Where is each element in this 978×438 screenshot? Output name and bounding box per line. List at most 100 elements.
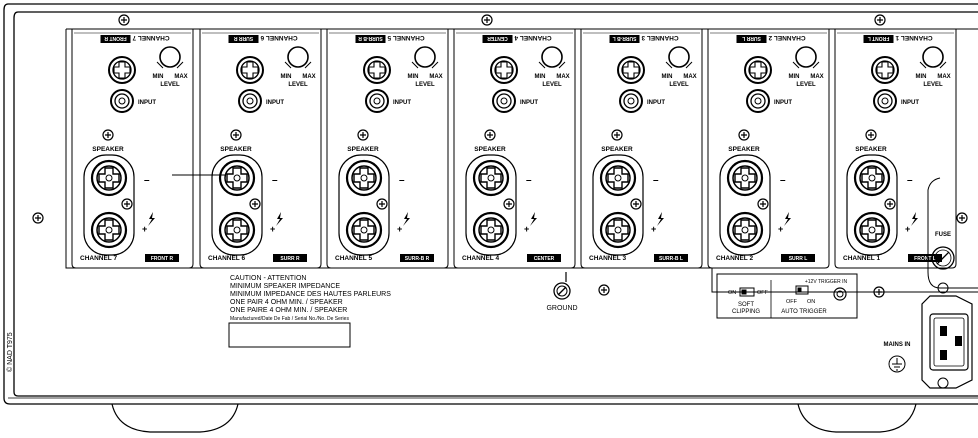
channel-bottom-label: CHANNEL 1 (843, 255, 880, 262)
lightning-icon (784, 212, 791, 226)
speaker-binding-post[interactable] (345, 211, 383, 249)
level-knob[interactable] (159, 46, 181, 68)
ground-terminal[interactable]: GROUND (546, 272, 578, 312)
lightning-icon (911, 212, 918, 226)
channel-bottom-label: CHANNEL 4 (462, 255, 499, 262)
speaker-label: SPEAKER (92, 146, 124, 153)
rca-input-jack[interactable] (492, 89, 516, 113)
speaker-binding-post[interactable] (853, 211, 891, 249)
max-label: MAX (302, 74, 315, 80)
level-knob[interactable] (541, 46, 563, 68)
rca-input-jack[interactable] (365, 89, 389, 113)
xlr-input-jack[interactable] (363, 56, 391, 84)
xlr-input-jack[interactable] (490, 56, 518, 84)
rca-input-jack[interactable] (110, 89, 134, 113)
auto-trigger-off-label: OFF (786, 299, 798, 305)
max-label: MAX (174, 74, 187, 80)
auto-trigger-label: AUTO TRIGGER (781, 309, 827, 315)
level-knob[interactable] (922, 46, 944, 68)
screw (598, 284, 610, 296)
screw (630, 198, 642, 210)
rca-input-jack[interactable] (746, 89, 770, 113)
level-knob[interactable] (414, 46, 436, 68)
caution-line: MINIMUM SPEAKER IMPEDANCE (230, 283, 340, 290)
rca-input-jack[interactable] (238, 89, 262, 113)
speaker-binding-post[interactable] (726, 211, 764, 249)
min-label: MIN (153, 74, 164, 80)
minus-label: – (399, 175, 405, 186)
speaker-binding-post[interactable] (599, 159, 637, 197)
rca-input-jack[interactable] (873, 89, 897, 113)
lightning-icon (403, 212, 410, 226)
input-label: INPUT (774, 100, 792, 106)
channel-top-badge: SURR-B L (613, 35, 637, 41)
soft-clipping-switch[interactable]: ON OFF (728, 287, 769, 297)
lightning-icon (148, 212, 155, 226)
screw (357, 129, 369, 141)
channel-top-badge: SURR L (742, 35, 761, 41)
fuse-holder[interactable] (931, 246, 955, 270)
plus-label: + (905, 224, 910, 234)
serial-label-box (228, 322, 351, 348)
min-label: MIN (662, 74, 673, 80)
xlr-input-jack[interactable] (617, 56, 645, 84)
min-label: MIN (789, 74, 800, 80)
level-knob[interactable] (668, 46, 690, 68)
xlr-input-jack[interactable] (871, 56, 899, 84)
mains-inlet[interactable] (921, 282, 973, 389)
speaker-binding-post[interactable] (218, 159, 256, 197)
input-label: INPUT (266, 100, 284, 106)
rca-input-jack[interactable] (619, 89, 643, 113)
screw (865, 129, 877, 141)
speaker-binding-post[interactable] (90, 159, 128, 197)
soft-clipping-on-label: ON (728, 290, 736, 296)
channel-bottom-label: CHANNEL 5 (335, 255, 372, 262)
speaker-binding-post[interactable] (218, 211, 256, 249)
speaker-binding-post[interactable] (472, 211, 510, 249)
screw (484, 129, 496, 141)
trigger-in-jack[interactable] (833, 287, 847, 301)
screw (503, 198, 515, 210)
speaker-binding-post[interactable] (853, 159, 891, 197)
max-label: MAX (810, 74, 823, 80)
speaker-label: SPEAKER (220, 146, 252, 153)
caution-line: ONE PAIRE 4 OHM MIN. / SPEAKER (230, 307, 347, 314)
trigger-panel: ON OFF SOFT CLIPPING OFF ON AUTO TRIGGER… (716, 273, 858, 319)
clipping-label: CLIPPING (732, 309, 760, 315)
minus-label: – (907, 175, 913, 186)
speaker-binding-post[interactable] (90, 211, 128, 249)
speaker-binding-post[interactable] (726, 159, 764, 197)
input-label: INPUT (647, 100, 665, 106)
caution-block: CAUTION - ATTENTION MINIMUM SPEAKER IMPE… (228, 275, 391, 348)
power-section: FUSE MAINS IN (884, 177, 978, 389)
screw (376, 198, 388, 210)
xlr-input-jack[interactable] (744, 56, 772, 84)
screw (249, 198, 261, 210)
side-text: © NAD T975 (6, 332, 14, 372)
speaker-binding-post[interactable] (599, 211, 637, 249)
manufactured-label: Manufactured/Date De Fab / Serial No./No… (230, 316, 349, 322)
channel-bottom-label: CHANNEL 7 (80, 255, 117, 262)
auto-trigger-switch[interactable]: OFF ON (786, 285, 815, 305)
max-label: MAX (429, 74, 442, 80)
speaker-binding-post[interactable] (472, 159, 510, 197)
channel-bottom-label: CHANNEL 3 (589, 255, 626, 262)
channel-top-label: CHANNEL 2 (768, 34, 805, 41)
plus-label: + (270, 224, 275, 234)
channel-bottom-label: CHANNEL 6 (208, 255, 245, 262)
max-label: MAX (556, 74, 569, 80)
level-knob[interactable] (287, 46, 309, 68)
xlr-input-jack[interactable] (108, 56, 136, 84)
plus-label: + (651, 224, 656, 234)
speaker-binding-post[interactable] (345, 159, 383, 197)
channel-top-badge: SURR R (234, 35, 254, 41)
screw (102, 129, 114, 141)
xlr-input-jack[interactable] (236, 56, 264, 84)
level-knob[interactable] (795, 46, 817, 68)
level-label: LEVEL (415, 82, 435, 88)
